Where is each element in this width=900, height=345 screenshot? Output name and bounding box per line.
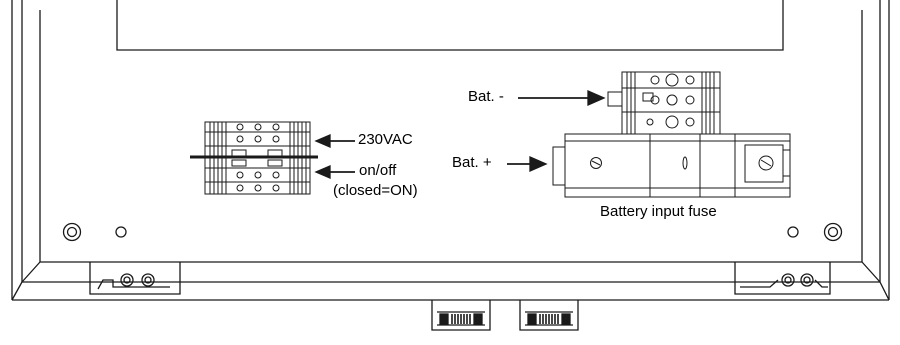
battery-fuse-holder bbox=[552, 133, 791, 198]
label-onoff: on/off bbox=[359, 162, 397, 179]
label-battery-input-fuse: Battery input fuse bbox=[600, 203, 717, 220]
corner-screw-right bbox=[823, 222, 843, 242]
label-230vac: 230VAC bbox=[358, 131, 413, 148]
corner-hole-right bbox=[787, 226, 799, 238]
corner-hole-left bbox=[115, 226, 127, 238]
corner-screw-left bbox=[62, 222, 82, 242]
label-closed-on: (closed=ON) bbox=[333, 182, 418, 199]
mounting-bracket-right bbox=[734, 262, 831, 295]
cable-gland-left bbox=[431, 300, 491, 331]
arrow-bat-minus bbox=[518, 90, 606, 106]
display-window bbox=[116, 0, 784, 51]
arrow-onoff bbox=[314, 165, 355, 179]
cable-gland-right bbox=[519, 300, 579, 331]
label-bat-minus: Bat. - bbox=[468, 88, 504, 105]
arrow-bat-plus bbox=[507, 156, 548, 172]
terminal-block-bat-minus bbox=[607, 71, 721, 135]
label-bat-plus: Bat. + bbox=[452, 154, 492, 171]
mounting-bracket-left bbox=[89, 262, 181, 295]
enclosure-frame bbox=[11, 0, 890, 301]
arrow-230vac bbox=[314, 134, 355, 148]
